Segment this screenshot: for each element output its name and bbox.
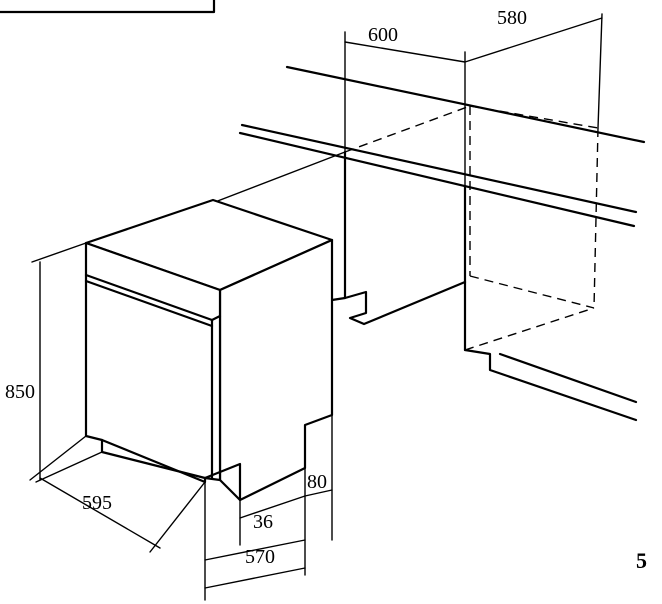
worktop [201,65,646,228]
dim-niche-depth: 580 [497,7,527,29]
dim-niche-width: 600 [368,24,398,46]
dim-appliance-depth: 570 [245,546,275,568]
dim-plinth-recess: 36 [253,511,273,533]
dim-plinth-height: 80 [307,471,327,493]
dim-height: 850 [5,381,35,403]
dim-appliance-width: 595 [82,492,112,514]
installation-niche [330,105,638,422]
dimension-lines [29,13,603,601]
page-number: 5 [636,548,647,573]
header-box [0,0,216,14]
dishwasher-appliance [84,198,334,502]
